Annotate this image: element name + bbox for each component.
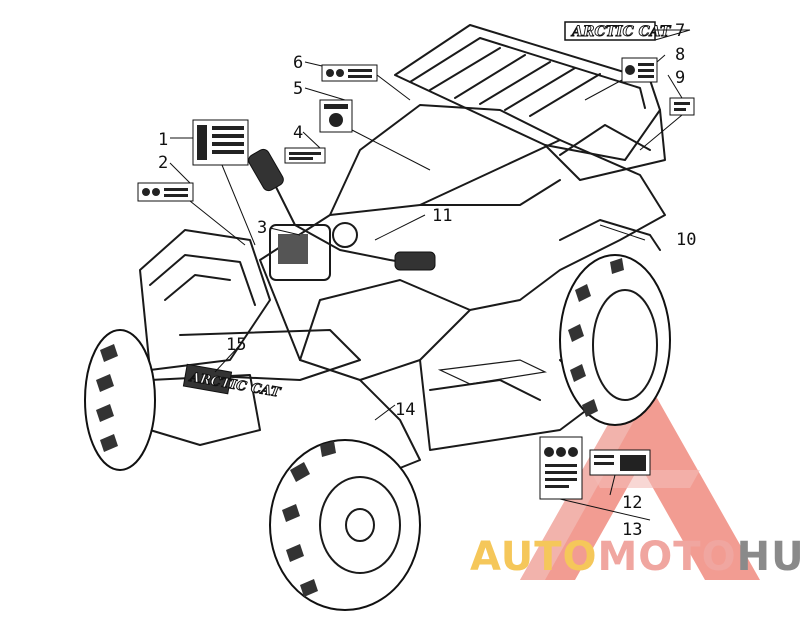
front-brand-text: ARCTIC CAT <box>187 370 283 401</box>
callout-11: 11 <box>432 206 452 226</box>
callout-12: 12 <box>622 493 642 513</box>
decal-1 <box>192 119 249 166</box>
decal-9 <box>669 97 695 116</box>
decal-2 <box>137 182 194 202</box>
callout-2: 2 <box>158 153 168 173</box>
decal-7-brand: ARCTIC CAT <box>564 21 672 41</box>
decal-12 <box>589 449 651 476</box>
decal-4 <box>284 147 326 164</box>
watermark-part-auto: AUTO <box>470 534 598 580</box>
callout-3: 3 <box>257 218 267 238</box>
callout-14: 14 <box>395 400 415 420</box>
callout-8: 8 <box>675 45 685 65</box>
leader-lines <box>169 29 691 521</box>
callout-13: 13 <box>622 520 642 540</box>
callout-10: 10 <box>676 230 696 250</box>
body <box>259 104 666 471</box>
rear-right-wheel <box>559 254 671 426</box>
front-right-wheel <box>269 439 421 611</box>
callout-9: 9 <box>675 68 685 88</box>
callout-1: 1 <box>158 130 168 150</box>
callout-15: 15 <box>226 335 246 355</box>
watermark-part-moto: MOTO <box>598 534 737 580</box>
watermark-logo: AUTOMOTOHUB <box>470 534 800 580</box>
callout-6: 6 <box>293 53 303 73</box>
decal-8 <box>621 57 658 83</box>
handlebar <box>248 148 436 281</box>
callouts: 1 2 3 4 5 6 7 8 9 10 11 12 13 14 15 <box>158 21 696 540</box>
svg-text:AUTOMOTOHUB: AUTOMOTOHUB <box>470 534 800 580</box>
decal-13 <box>539 436 583 500</box>
front-brand-plate: ARCTIC CAT <box>182 363 283 401</box>
callout-7: 7 <box>675 21 685 41</box>
decal-5 <box>319 99 353 133</box>
rear-rack <box>394 24 666 181</box>
front-rack <box>139 229 361 446</box>
front-left-wheel <box>84 329 156 471</box>
callout-5: 5 <box>293 79 303 99</box>
decal-6 <box>321 64 378 82</box>
callout-4: 4 <box>293 123 303 143</box>
brand-decal-text: ARCTIC CAT <box>570 24 672 40</box>
watermark-part-hub: HUB <box>737 534 800 580</box>
